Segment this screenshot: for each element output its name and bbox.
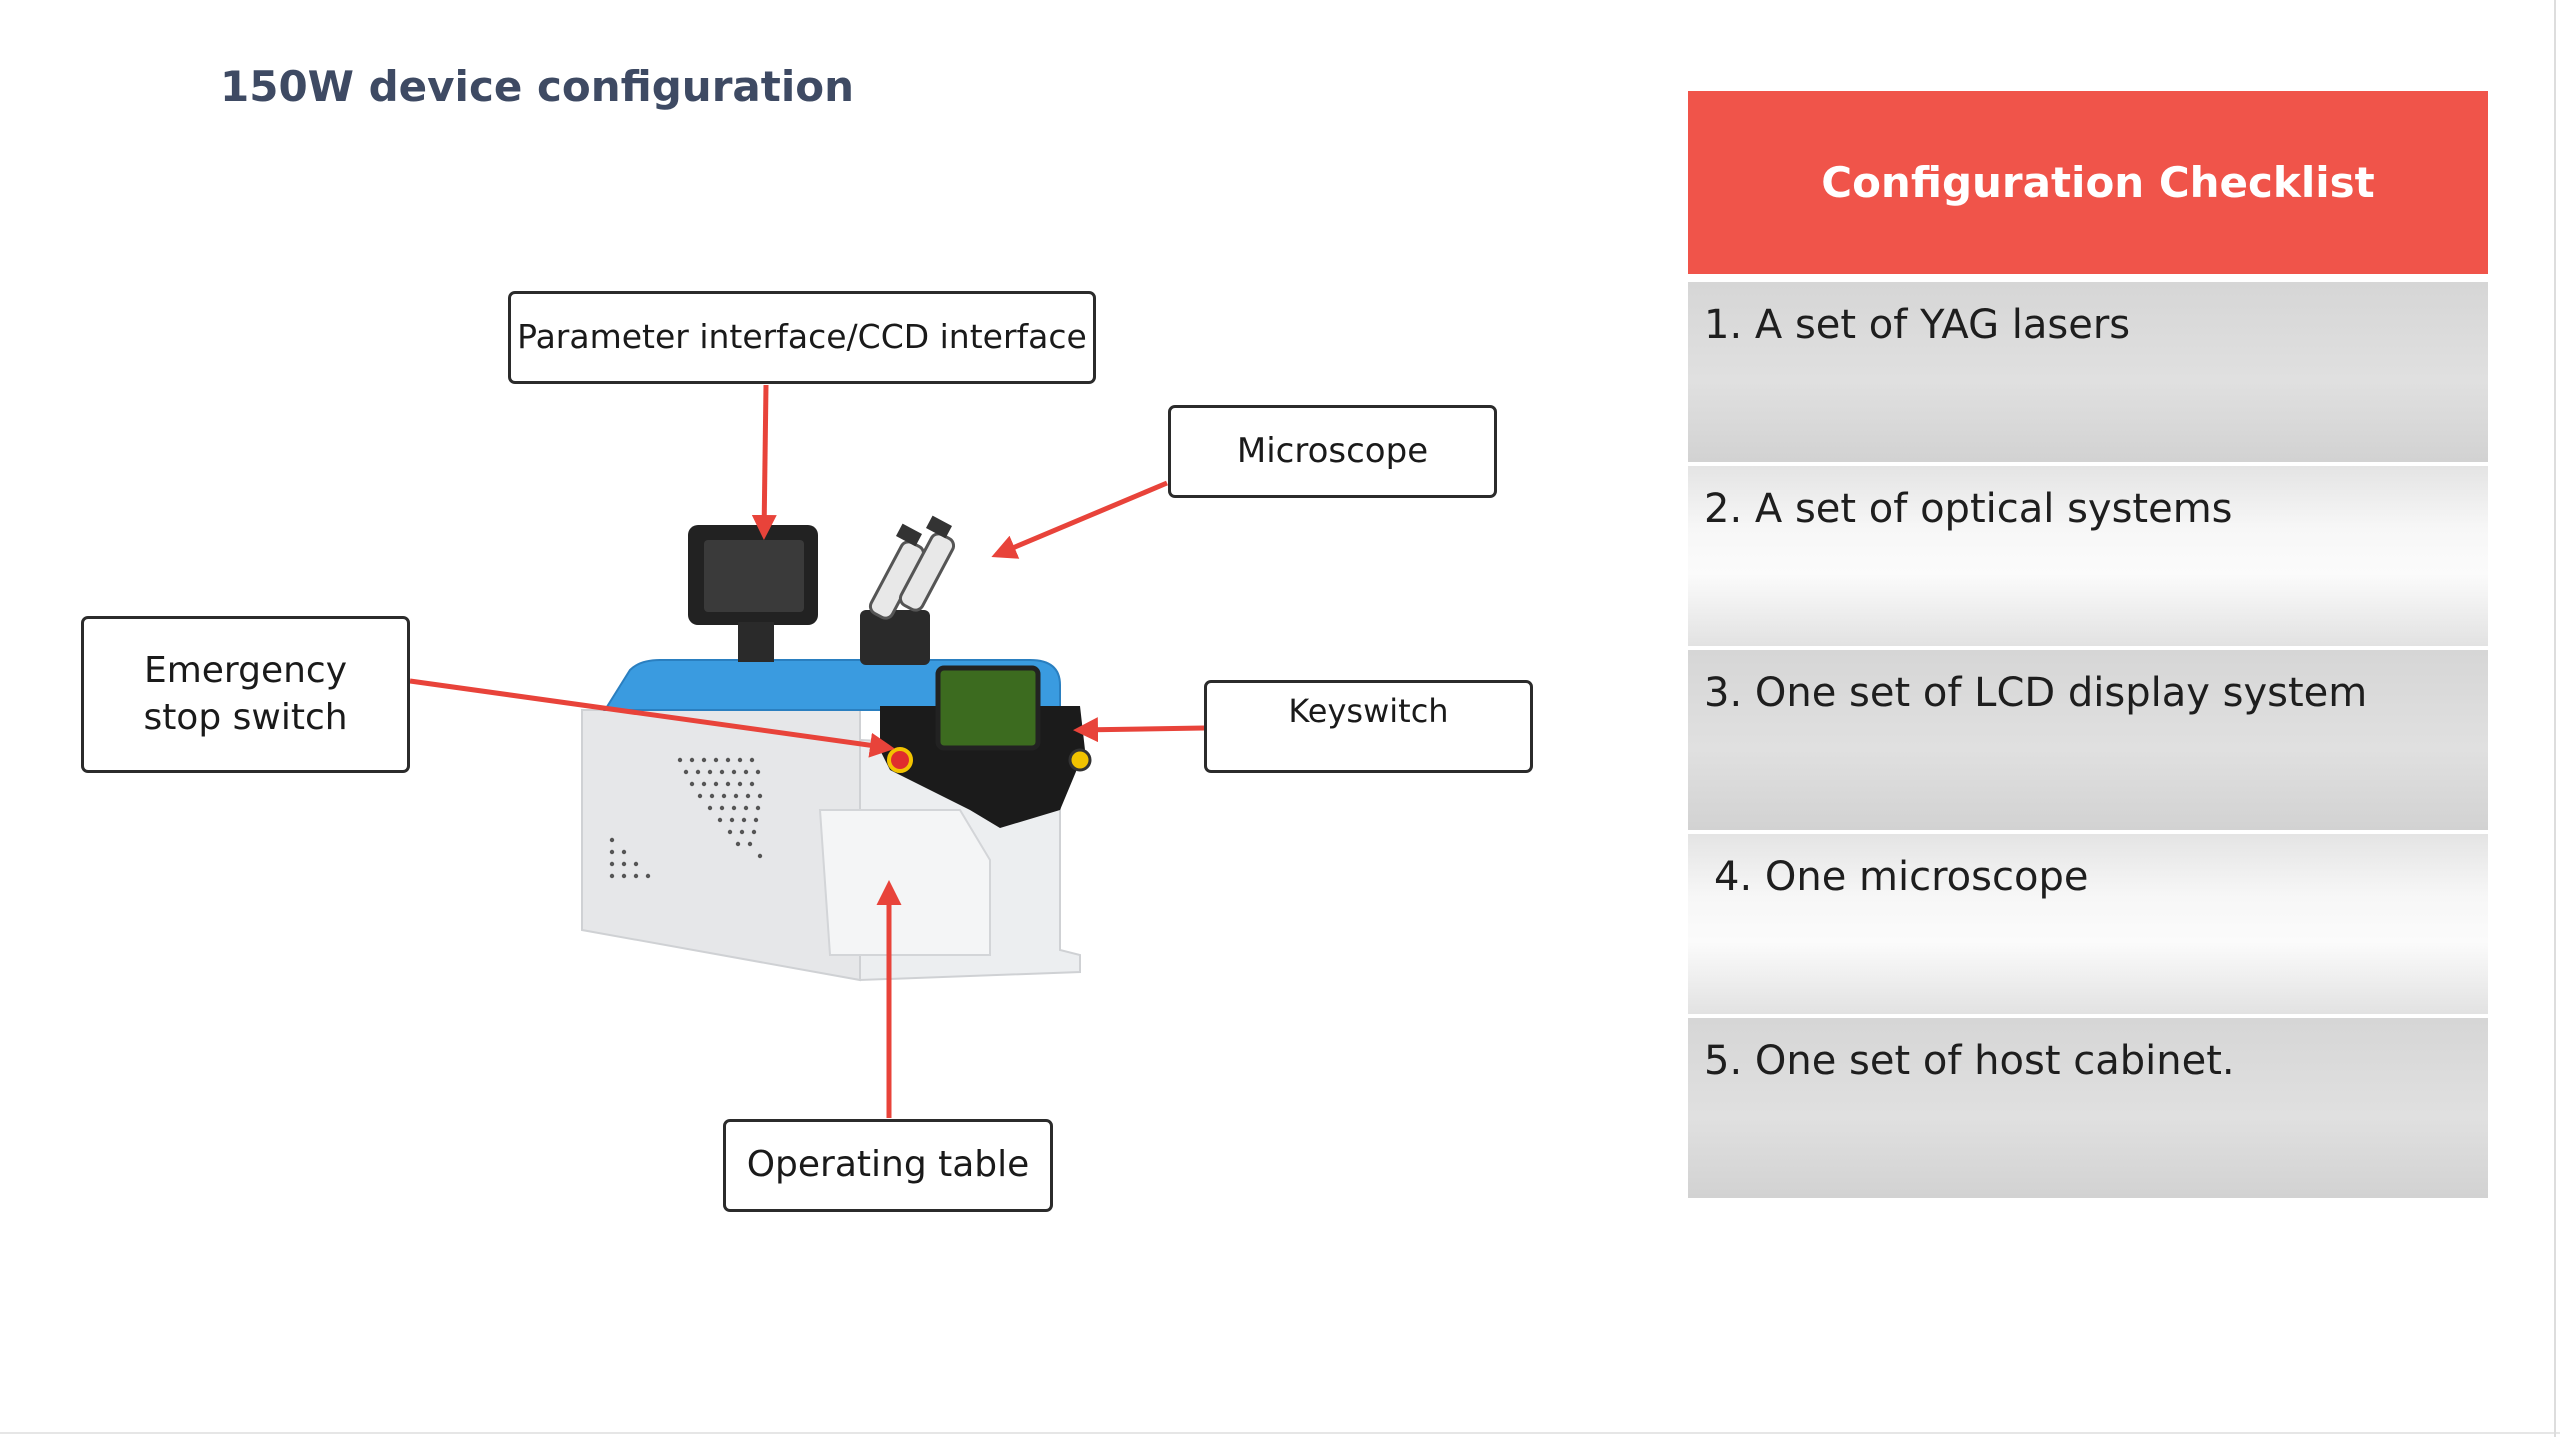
checklist-item: 2. A set of optical systems [1688, 466, 2488, 650]
footer-divider [0, 1432, 2560, 1434]
label-keyswitch: Keyswitch [1204, 680, 1533, 773]
label-emergency-stop: Emergency stop switch [81, 616, 410, 773]
vent-grille [609, 757, 763, 879]
label-microscope: Microscope [1168, 405, 1497, 498]
machine-body [581, 709, 861, 982]
right-edge-divider [2554, 0, 2556, 1437]
label-emergency-stop-text: Emergency stop switch [143, 649, 348, 738]
checklist-item: 3. One set of LCD display system [1688, 650, 2488, 834]
checklist-header: Configuration Checklist [1688, 91, 2488, 274]
monitor [688, 525, 818, 662]
keyswitch-knob [1068, 748, 1092, 772]
page-title: 150W device configuration [220, 62, 854, 111]
label-parameter-interface: Parameter interface/CCD interface [508, 291, 1096, 384]
microscope [860, 515, 956, 665]
label-operating-table: Operating table [723, 1119, 1053, 1212]
screen [935, 665, 1041, 751]
laser-welder-illustration [581, 515, 1092, 982]
table-recess [818, 809, 991, 956]
emergency-stop-knob [887, 747, 913, 773]
configuration-checklist: Configuration Checklist 1. A set of YAG … [1688, 91, 2488, 1202]
checklist-item: 5. One set of host cabinet. [1688, 1018, 2488, 1202]
checklist-item: 4. One microscope [1688, 834, 2488, 1018]
checklist-item: 1. A set of YAG lasers [1688, 282, 2488, 466]
